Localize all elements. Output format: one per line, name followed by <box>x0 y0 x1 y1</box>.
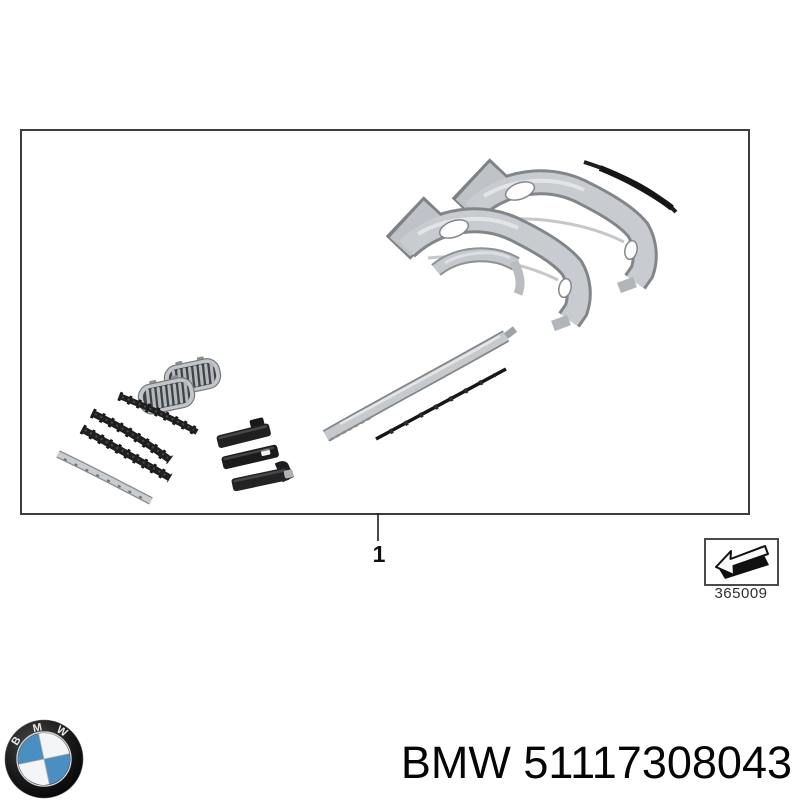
bmw-logo: B M W <box>4 719 84 799</box>
return-arrow-3d-icon <box>715 545 769 579</box>
diagram-frame <box>20 129 750 515</box>
bmw-logo-letter-m: M <box>32 721 43 735</box>
catalog-thumbnail-box <box>704 538 779 586</box>
item-number-label: 1 <box>372 541 386 567</box>
bmw-logo-quadrants: B M W <box>9 721 70 785</box>
catalog-code: 365009 <box>714 585 768 602</box>
part-number-text: BMW 51117308043 <box>400 737 792 788</box>
